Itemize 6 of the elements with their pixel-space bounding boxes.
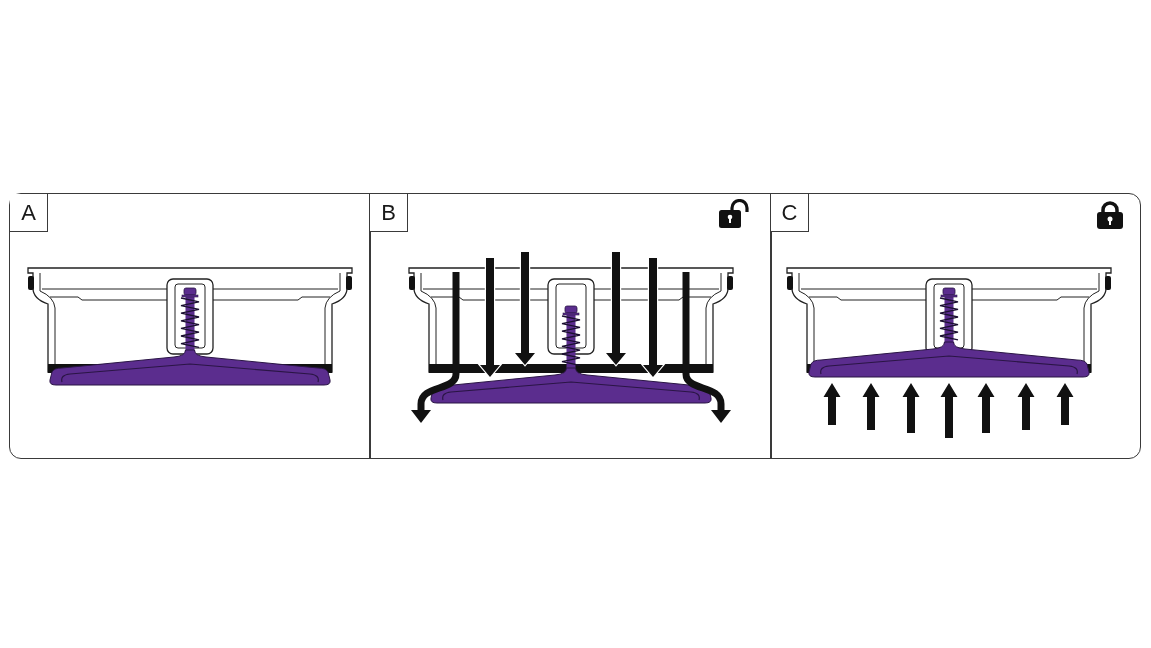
panel (369, 193, 772, 459)
panel-label: A (10, 194, 48, 232)
panel (770, 193, 1141, 459)
panel-label: B (370, 194, 408, 232)
panel (9, 193, 371, 459)
panel-label: C (771, 194, 809, 232)
